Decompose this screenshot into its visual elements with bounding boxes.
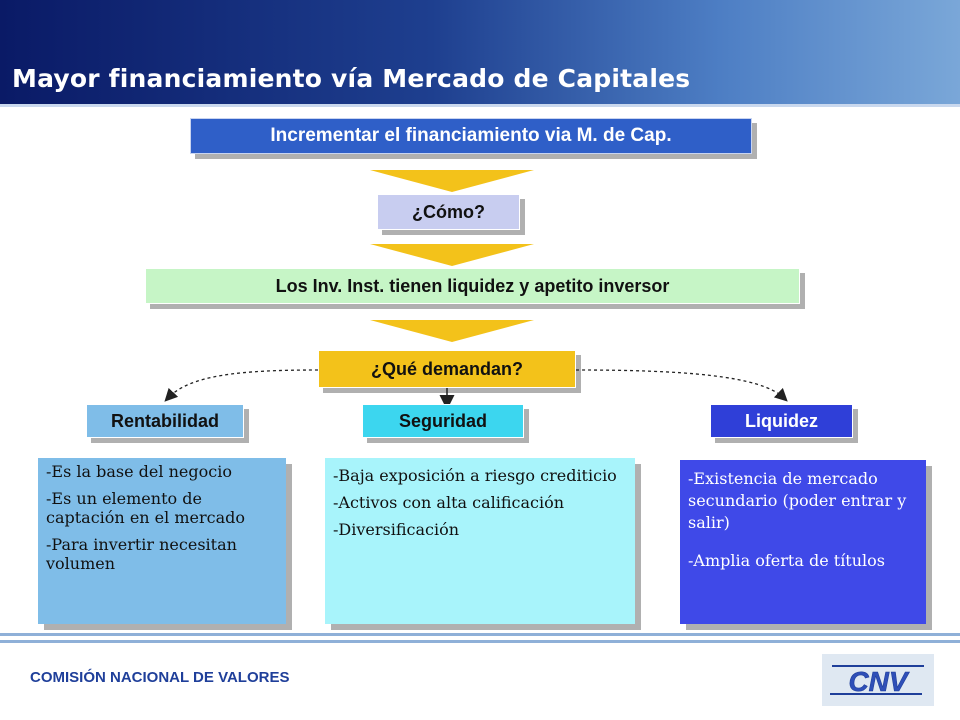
- rentabilidad-item-2: -Es un elemento de captación en el merca…: [46, 489, 246, 527]
- svg-text:CNV: CNV: [848, 666, 909, 697]
- liquidez-item-1: -Existencia de mercado secundario (poder…: [688, 469, 907, 532]
- connector-rentabilidad: [164, 369, 319, 402]
- category-seguridad-label: Seguridad: [398, 410, 487, 431]
- connector-liquidez: [575, 369, 788, 402]
- rentabilidad-item-1: -Es la base del negocio: [46, 462, 232, 481]
- seguridad-panel: -Baja exposición a riesgo crediticio -Ac…: [325, 458, 635, 624]
- down-arrow-1: [370, 170, 534, 192]
- cnv-logo-mark: CNV: [826, 658, 930, 702]
- header-divider: [0, 104, 960, 107]
- seguridad-item-1: -Baja exposición a riesgo crediticio: [333, 466, 617, 485]
- goal-box-label: Incrementar el financiamiento via M. de …: [270, 125, 672, 146]
- seguridad-item-2: -Activos con alta calificación: [333, 493, 565, 512]
- slide-header: Mayor financiamiento vía Mercado de Capi…: [0, 0, 960, 104]
- rentabilidad-panel: -Es la base del negocio -Es un elemento …: [38, 458, 286, 624]
- seguridad-item-3: -Diversificación: [333, 520, 460, 539]
- category-liquidez-label: Liquidez: [745, 410, 818, 431]
- category-liquidez: Liquidez: [710, 404, 853, 438]
- category-rentabilidad-label: Rentabilidad: [110, 410, 219, 431]
- investors-box-label: Los Inv. Inst. tienen liquidez y apetito…: [275, 275, 670, 296]
- footer-divider-1: [0, 633, 960, 636]
- cnv-logo: CNV: [822, 654, 934, 706]
- liquidez-item-2: -Amplia oferta de títulos: [688, 551, 885, 570]
- rentabilidad-item-3: -Para invertir necesitan volumen: [46, 535, 237, 573]
- question-how-box: ¿Cómo?: [377, 194, 520, 230]
- slide-title: Mayor financiamiento vía Mercado de Capi…: [12, 64, 691, 93]
- down-arrow-2: [370, 244, 534, 266]
- down-arrow-3: [370, 320, 534, 342]
- liquidez-panel: -Existencia de mercado secundario (poder…: [680, 460, 926, 624]
- question-demand-box: ¿Qué demandan?: [318, 350, 576, 388]
- question-how-label: ¿Cómo?: [412, 201, 485, 222]
- question-demand-label: ¿Qué demandan?: [370, 358, 523, 379]
- investors-box: Los Inv. Inst. tienen liquidez y apetito…: [145, 268, 800, 304]
- category-rentabilidad: Rentabilidad: [86, 404, 244, 438]
- goal-box: Incrementar el financiamiento via M. de …: [190, 118, 752, 154]
- category-seguridad: Seguridad: [362, 404, 524, 438]
- footer-divider-2: [0, 640, 960, 643]
- organization-name: COMISIÓN NACIONAL DE VALORES: [30, 669, 290, 686]
